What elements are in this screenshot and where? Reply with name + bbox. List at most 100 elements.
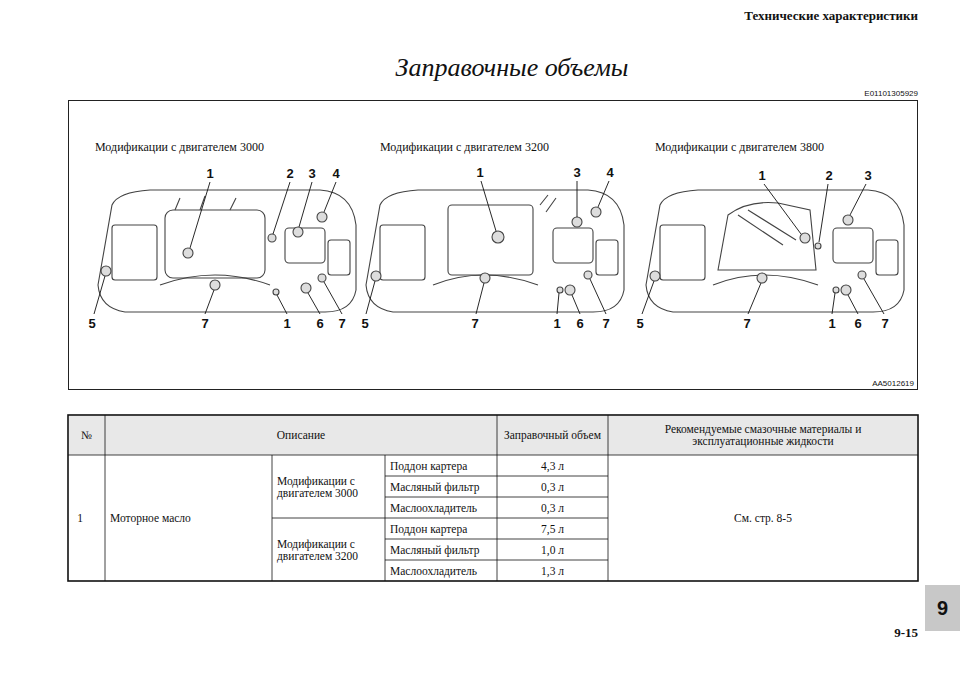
cap [480,273,490,283]
engine-bay-3800 [642,184,904,314]
table-cell: 0,3 л [541,502,564,514]
bay-body [98,190,356,312]
grid-line [608,415,609,581]
leader-line [598,181,609,207]
callout-number: 6 [316,316,323,331]
callout-number: 6 [854,316,861,331]
cap [572,217,582,227]
relay-box [876,240,898,275]
table-cell: Моторное масло [110,512,191,524]
cap [843,215,853,225]
caps [650,215,866,295]
bay-outline [366,190,624,312]
leader-line [324,182,336,212]
callout-number: 7 [881,316,888,331]
cap [268,234,276,242]
header-shade [69,416,917,455]
engine-bay-3200 [366,181,624,314]
table-cell: Масляный фильтр [390,544,479,556]
table-cell: Модификации с двигателем 3000 [277,475,382,499]
reference-code: E01101305929 [864,89,918,98]
section-number: 9 [937,597,948,620]
frame-rect [69,101,918,390]
grid-line [385,539,608,540]
table-cell: 1 [77,512,83,524]
bay-body [366,190,624,312]
engine-bay-3000 [94,182,356,314]
table-cell: Маслоохладитель [390,565,477,577]
grid-line [272,455,273,581]
table-cell: 7,5 л [541,523,564,535]
grid-line [385,476,608,477]
engine [718,203,816,271]
callout-number: 3 [573,165,580,180]
leader-line [864,279,884,314]
table-cell: Поддон картера [390,523,467,535]
cap [565,285,575,295]
table-cell: 1,0 л [541,544,564,556]
table-cell: См. стр. 8-5 [734,512,792,524]
leader-lines [366,181,609,314]
grid-line [272,518,608,519]
cap [650,271,660,281]
leader-line [557,293,559,314]
reference-code: AA5012619 [872,379,914,388]
relay-box [328,240,350,275]
cap [557,287,563,293]
caps [101,212,327,295]
section-tab: 9 [925,585,960,631]
figure-frame [69,101,918,390]
grid-line [385,560,608,561]
relay-box [596,240,618,275]
table-cell: № [81,429,92,441]
figure-caption: Модификации с двигателем 3800 [655,140,824,155]
cap [101,266,111,276]
grid-line [385,497,608,498]
leader-line [832,293,835,314]
leader-line [366,281,375,314]
cap [273,289,279,295]
table-cell: 0,3 л [541,481,564,493]
cap [815,243,821,249]
table-cell: Модификации с двигателем 3200 [277,538,382,562]
leader-line [850,184,866,215]
leader-line [481,181,496,231]
leader-line [476,283,484,314]
callout-number: 1 [553,316,560,331]
engine-cover [448,205,533,275]
callout-number: 4 [332,166,339,181]
cap [584,271,592,279]
caps [371,207,601,295]
table-grid [68,415,918,581]
figure-caption: Модификации с двигателем 3000 [95,140,264,155]
leader-line [324,282,342,314]
battery [660,225,705,280]
callout-number: 6 [576,316,583,331]
callout-number: 5 [636,316,643,331]
hoses [540,195,556,212]
callout-number: 7 [602,316,609,331]
bay-outline [98,190,356,312]
leader-line [299,182,312,227]
leader-line [308,293,320,314]
callout-number: 1 [206,166,213,181]
leader-line [273,182,290,234]
table-cell: Заправочный объем [503,429,603,441]
table-cell: Поддон картера [390,460,467,472]
table-cell: 1,3 л [541,565,564,577]
leader-line [577,181,578,217]
grid-line [385,455,386,581]
callout-number: 5 [361,316,368,331]
cap [293,227,303,237]
cap [833,287,839,293]
page-number: 9-15 [894,625,918,641]
callout-number: 3 [308,166,315,181]
battery [380,225,425,280]
page-title: Заправочные объемы [396,53,629,83]
cap [317,212,327,222]
leader-lines [642,184,884,314]
table-cell: Масляный фильтр [390,481,479,493]
grid-line [497,415,498,581]
leader-line [819,184,828,242]
callout-number: 1 [476,165,483,180]
